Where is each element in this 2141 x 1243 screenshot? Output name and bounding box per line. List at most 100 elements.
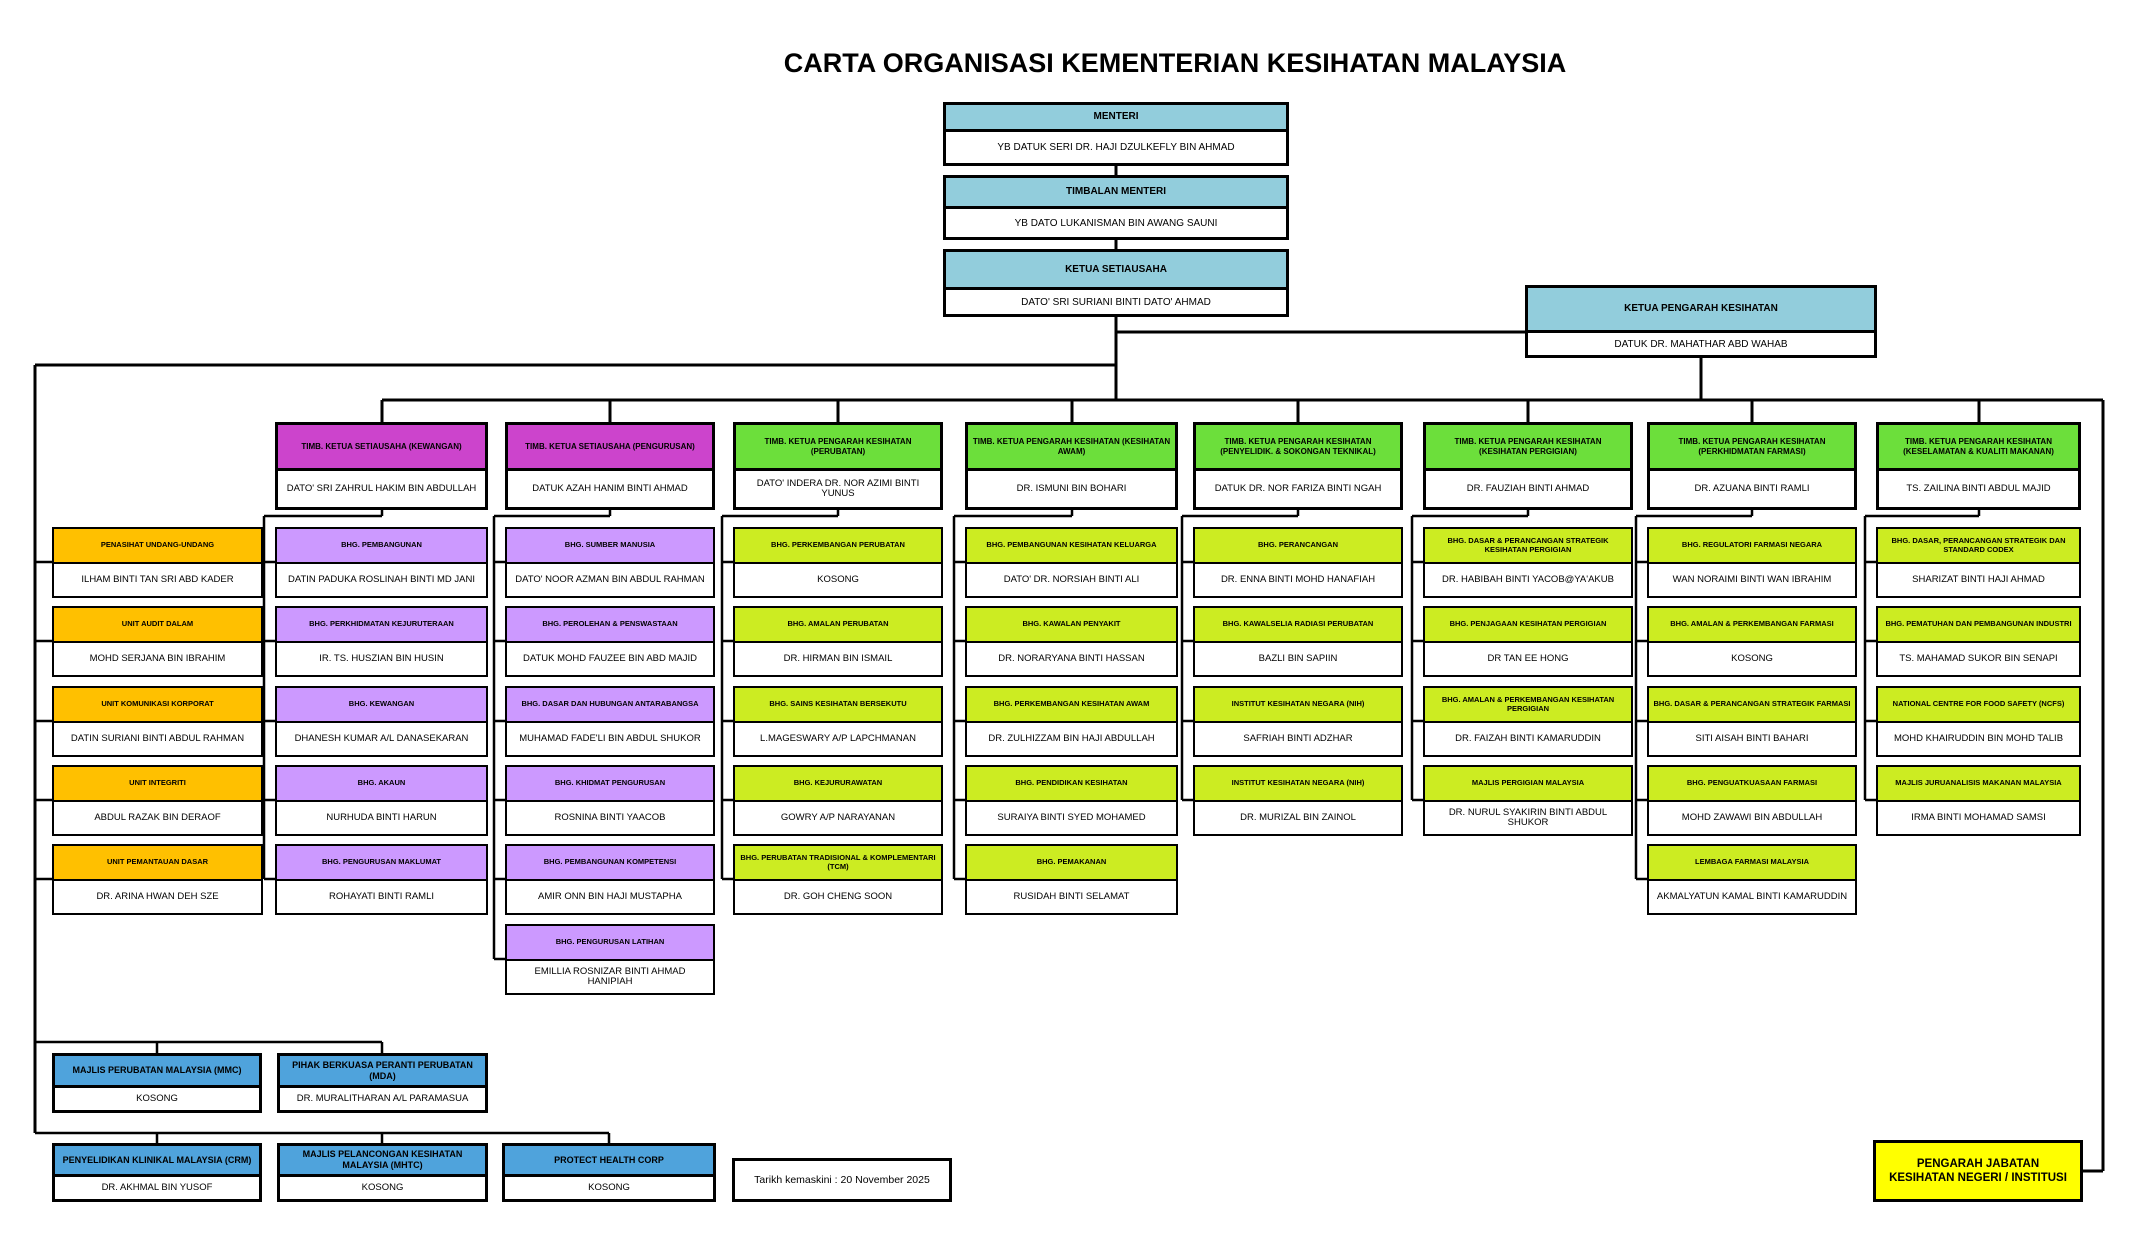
unit-box-c3-r3-person: L.MAGESWARY A/P LAPCHMANAN bbox=[735, 723, 941, 755]
deputy-box-4-title: TIMB. KETUA PENGARAH KESIHATAN (KESIHATA… bbox=[968, 425, 1175, 471]
unit-box-c2-r1-title: BHG. SUMBER MANUSIA bbox=[507, 529, 713, 564]
deputy-box-8-title: TIMB. KETUA PENGARAH KESIHATAN (KESELAMA… bbox=[1879, 425, 2078, 471]
ketua-pengarah-kesihatan-box-person: DATUK DR. MAHATHAR ABD WAHAB bbox=[1528, 333, 1874, 355]
unit-box-c1-r1-title: BHG. PEMBANGUNAN bbox=[277, 529, 486, 564]
affiliate-box-4: MAJLIS PELANCONGAN KESIHATAN MALAYSIA (M… bbox=[277, 1143, 488, 1202]
unit-box-c2-r2-person: DATUK MOHD FAUZEE BIN ABD MAJID bbox=[507, 643, 713, 675]
last-updated-box: Tarikh kemaskini : 20 November 2025 bbox=[732, 1158, 952, 1202]
deputy-box-1-title: TIMB. KETUA SETIAUSAHA (KEWANGAN) bbox=[278, 425, 485, 471]
ketua-pengarah-kesihatan-box-title: KETUA PENGARAH KESIHATAN bbox=[1528, 288, 1874, 333]
deputy-box-3-title: TIMB. KETUA PENGARAH KESIHATAN (PERUBATA… bbox=[736, 425, 940, 471]
timbalan-menteri-box-person: YB DATO LUKANISMAN BIN AWANG SAUNI bbox=[946, 209, 1286, 237]
unit-box-c6-r4-title: MAJLIS PERGIGIAN MALAYSIA bbox=[1425, 767, 1631, 802]
unit-box-c4-r4-person: SURAIYA BINTI SYED MOHAMED bbox=[967, 802, 1176, 834]
unit-box-c5-r4: INSTITUT KESIHATAN NEGARA (NIH)DR. MURIZ… bbox=[1193, 765, 1403, 836]
unit-box-c6-r3-person: DR. FAIZAH BINTI KAMARUDDIN bbox=[1425, 723, 1631, 755]
affiliate-box-2-title: PIHAK BERKUASA PERANTI PERUBATAN (MDA) bbox=[280, 1056, 485, 1088]
deputy-box-5-person: DATUK DR. NOR FARIZA BINTI NGAH bbox=[1196, 471, 1400, 507]
deputy-box-2-title: TIMB. KETUA SETIAUSAHA (PENGURUSAN) bbox=[508, 425, 712, 471]
deputy-box-1-person: DATO' SRI ZAHRUL HAKIM BIN ABDULLAH bbox=[278, 471, 485, 507]
unit-box-c2-r5-title: BHG. PEMBANGUNAN KOMPETENSI bbox=[507, 846, 713, 881]
affiliate-box-5-person: KOSONG bbox=[505, 1177, 713, 1199]
unit-box-c8-r4-title: MAJLIS JURUANALISIS MAKANAN MALAYSIA bbox=[1878, 767, 2079, 802]
left-unit-box-1-person: ILHAM BINTI TAN SRI ABD KADER bbox=[54, 564, 261, 596]
unit-box-c7-r4-title: BHG. PENGUATKUASAAN FARMASI bbox=[1649, 767, 1855, 802]
unit-box-c3-r5-person: DR. GOH CHENG SOON bbox=[735, 881, 941, 913]
unit-box-c2-r3-person: MUHAMAD FADE'LI BIN ABDUL SHUKOR bbox=[507, 723, 713, 755]
unit-box-c2-r5-person: AMIR ONN BIN HAJI MUSTAPHA bbox=[507, 881, 713, 913]
deputy-box-5: TIMB. KETUA PENGARAH KESIHATAN (PENYELID… bbox=[1193, 422, 1403, 510]
unit-box-c6-r2-title: BHG. PENJAGAAN KESIHATAN PERGIGIAN bbox=[1425, 608, 1631, 643]
ketua-setiausaha-box-title: KETUA SETIAUSAHA bbox=[946, 252, 1286, 290]
unit-box-c1-r5-person: ROHAYATI BINTI RAMLI bbox=[277, 881, 486, 913]
unit-box-c5-r3: INSTITUT KESIHATAN NEGARA (NIH)SAFRIAH B… bbox=[1193, 686, 1403, 757]
unit-box-c2-r4-title: BHG. KHIDMAT PENGURUSAN bbox=[507, 767, 713, 802]
unit-box-c3-r5-title: BHG. PERUBATAN TRADISIONAL & KOMPLEMENTA… bbox=[735, 846, 941, 881]
unit-box-c5-r4-person: DR. MURIZAL BIN ZAINOL bbox=[1195, 802, 1401, 834]
unit-box-c3-r5: BHG. PERUBATAN TRADISIONAL & KOMPLEMENTA… bbox=[733, 844, 943, 915]
unit-box-c6-r1: BHG. DASAR & PERANCANGAN STRATEGIK KESIH… bbox=[1423, 527, 1633, 598]
unit-box-c6-r4-person: DR. NURUL SYAKIRIN BINTI ABDUL SHUKOR bbox=[1425, 802, 1631, 834]
unit-box-c2-r3-title: BHG. DASAR DAN HUBUNGAN ANTARABANGSA bbox=[507, 688, 713, 723]
deputy-box-4-person: DR. ISMUNI BIN BOHARI bbox=[968, 471, 1175, 507]
unit-box-c5-r2-person: BAZLI BIN SAPIIN bbox=[1195, 643, 1401, 675]
affiliate-box-5-title: PROTECT HEALTH CORP bbox=[505, 1146, 713, 1177]
unit-box-c4-r3-title: BHG. PERKEMBANGAN KESIHATAN AWAM bbox=[967, 688, 1176, 723]
unit-box-c8-r4-person: IRMA BINTI MOHAMAD SAMSI bbox=[1878, 802, 2079, 834]
affiliate-box-1-person: KOSONG bbox=[55, 1088, 259, 1110]
deputy-box-5-title: TIMB. KETUA PENGARAH KESIHATAN (PENYELID… bbox=[1196, 425, 1400, 471]
unit-box-c7-r5-person: AKMALYATUN KAMAL BINTI KAMARUDDIN bbox=[1649, 881, 1855, 913]
deputy-box-4: TIMB. KETUA PENGARAH KESIHATAN (KESIHATA… bbox=[965, 422, 1178, 510]
left-unit-box-1-title: PENASIHAT UNDANG-UNDANG bbox=[54, 529, 261, 564]
timbalan-menteri-box-title: TIMBALAN MENTERI bbox=[946, 178, 1286, 209]
unit-box-c1-r4-person: NURHUDA BINTI HARUN bbox=[277, 802, 486, 834]
unit-box-c3-r3-title: BHG. SAINS KESIHATAN BERSEKUTU bbox=[735, 688, 941, 723]
unit-box-c6-r1-person: DR. HABIBAH BINTI YACOB@YA'AKUB bbox=[1425, 564, 1631, 596]
unit-box-c7-r1-person: WAN NORAIMI BINTI WAN IBRAHIM bbox=[1649, 564, 1855, 596]
unit-box-c2-r2-title: BHG. PEROLEHAN & PENSWASTAAN bbox=[507, 608, 713, 643]
unit-box-c1-r1-person: DATIN PADUKA ROSLINAH BINTI MD JANI bbox=[277, 564, 486, 596]
unit-box-c2-r4-person: ROSNINA BINTI YAACOB bbox=[507, 802, 713, 834]
unit-box-c7-r3-title: BHG. DASAR & PERANCANGAN STRATEGIK FARMA… bbox=[1649, 688, 1855, 723]
left-unit-box-5-title: UNIT PEMANTAUAN DASAR bbox=[54, 846, 261, 881]
unit-box-c5-r1-person: DR. ENNA BINTI MOHD HANAFIAH bbox=[1195, 564, 1401, 596]
unit-box-c2-r6-person: EMILLIA ROSNIZAR BINTI AHMAD HANIPIAH bbox=[507, 961, 713, 993]
deputy-box-6-person: DR. FAUZIAH BINTI AHMAD bbox=[1426, 471, 1630, 507]
menteri-box-title: MENTERI bbox=[946, 105, 1286, 132]
menteri-box-person: YB DATUK SERI DR. HAJI DZULKEFLY BIN AHM… bbox=[946, 132, 1286, 163]
deputy-box-7-title: TIMB. KETUA PENGARAH KESIHATAN (PERKHIDM… bbox=[1650, 425, 1854, 471]
unit-box-c4-r4-title: BHG. PENDIDIKAN KESIHATAN bbox=[967, 767, 1176, 802]
unit-box-c4-r3-person: DR. ZULHIZZAM BIN HAJI ABDULLAH bbox=[967, 723, 1176, 755]
affiliate-box-4-title: MAJLIS PELANCONGAN KESIHATAN MALAYSIA (M… bbox=[280, 1146, 485, 1177]
unit-box-c7-r5-title: LEMBAGA FARMASI MALAYSIA bbox=[1649, 846, 1855, 881]
deputy-box-7-person: DR. AZUANA BINTI RAMLI bbox=[1650, 471, 1854, 507]
left-unit-box-4-person: ABDUL RAZAK BIN DERAOF bbox=[54, 802, 261, 834]
deputy-box-3-person: DATO' INDERA DR. NOR AZIMI BINTI YUNUS bbox=[736, 471, 940, 507]
deputy-box-6: TIMB. KETUA PENGARAH KESIHATAN (KESIHATA… bbox=[1423, 422, 1633, 510]
unit-box-c5-r4-title: INSTITUT KESIHATAN NEGARA (NIH) bbox=[1195, 767, 1401, 802]
unit-box-c8-r1: BHG. DASAR, PERANCANGAN STRATEGIK DAN ST… bbox=[1876, 527, 2081, 598]
chart-title: CARTA ORGANISASI KEMENTERIAN KESIHATAN M… bbox=[783, 48, 1567, 78]
deputy-box-8: TIMB. KETUA PENGARAH KESIHATAN (KESELAMA… bbox=[1876, 422, 2081, 510]
unit-box-c5-r3-title: INSTITUT KESIHATAN NEGARA (NIH) bbox=[1195, 688, 1401, 723]
